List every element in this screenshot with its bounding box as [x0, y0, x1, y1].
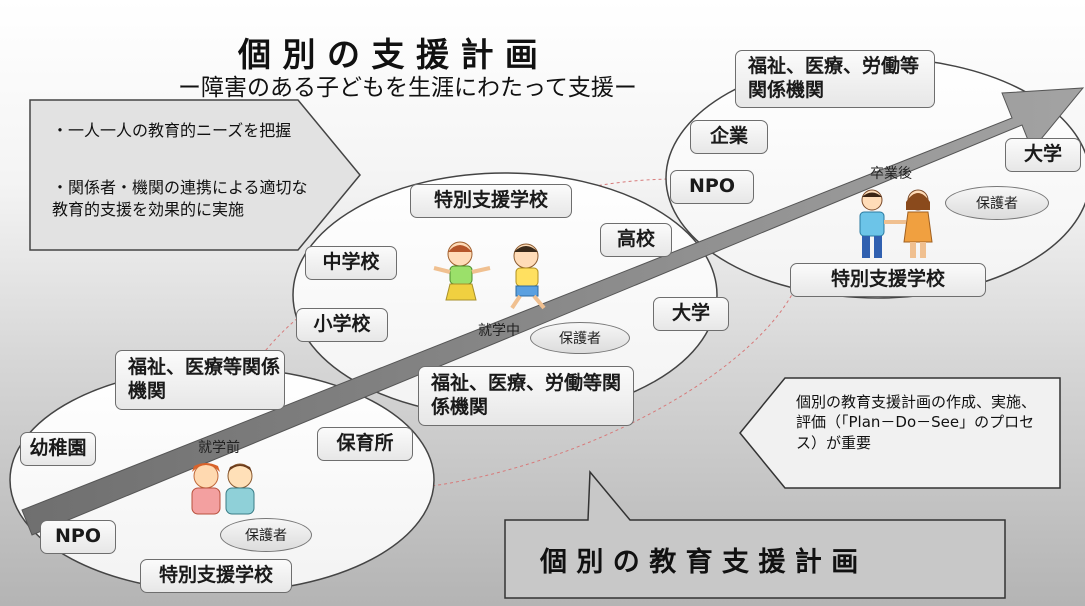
after-university-box: 大学	[1005, 138, 1081, 172]
after-npo-box: NPO	[670, 170, 754, 204]
after-welfare-box: 福祉、医療、労働等関係機関	[735, 50, 935, 108]
preschool-kindergarten-box: 幼稚園	[20, 432, 96, 466]
in-school-special-school-box: 特別支援学校	[410, 184, 572, 218]
in-school-junior-high-box: 中学校	[305, 246, 397, 280]
after-company-box: 企業	[690, 120, 768, 154]
in-school-high-school-box: 高校	[600, 223, 672, 257]
in-school-university-box: 大学	[653, 297, 729, 331]
bottom-banner-shape	[504, 470, 1006, 599]
in-school-welfare-box: 福祉、医療、労働等関係機関	[418, 366, 634, 426]
main-title: 個 別 の 支 援 計 画	[238, 35, 538, 74]
in-school-children-illustration	[433, 241, 546, 310]
after-guardian-oval: 保護者	[945, 186, 1049, 220]
right-callout-text: 個別の教育支援計画の作成、実施、評価（「Plan－Do－See」のプロセス）が重…	[796, 393, 1037, 452]
after-stage-label: 卒業後	[870, 166, 912, 182]
right-callout-shape	[739, 377, 1061, 489]
preschool-special-school-box: 特別支援学校	[140, 559, 292, 593]
bottom-banner-text: 個 別 の 教 育 支 援 計 画	[540, 547, 859, 578]
left-callout-point-2: ・関係者・機関の連携による適切な教育的支援を効果的に実施	[52, 178, 308, 219]
preschool-welfare-box: 福祉、医療等関係機関	[115, 350, 285, 410]
preschool-guardian-oval: 保護者	[220, 518, 312, 552]
left-callout-point-1: ・一人一人の教育的ニーズを把握	[52, 121, 292, 140]
preschool-stage-label: 就学前	[198, 440, 240, 456]
in-school-stage-label: 就学中	[478, 323, 520, 339]
in-school-elementary-box: 小学校	[296, 308, 388, 342]
preschool-npo-box: NPO	[40, 520, 116, 554]
after-special-school-box: 特別支援学校	[790, 263, 986, 297]
left-callout-shape	[29, 99, 361, 251]
preschool-children-illustration	[191, 463, 255, 515]
preschool-nursery-box: 保育所	[317, 427, 413, 461]
after-graduation-adults-illustration	[859, 189, 933, 258]
in-school-guardian-oval: 保護者	[530, 322, 630, 354]
subtitle: ー障害のある子どもを生涯にわたって支援ー	[178, 75, 637, 101]
